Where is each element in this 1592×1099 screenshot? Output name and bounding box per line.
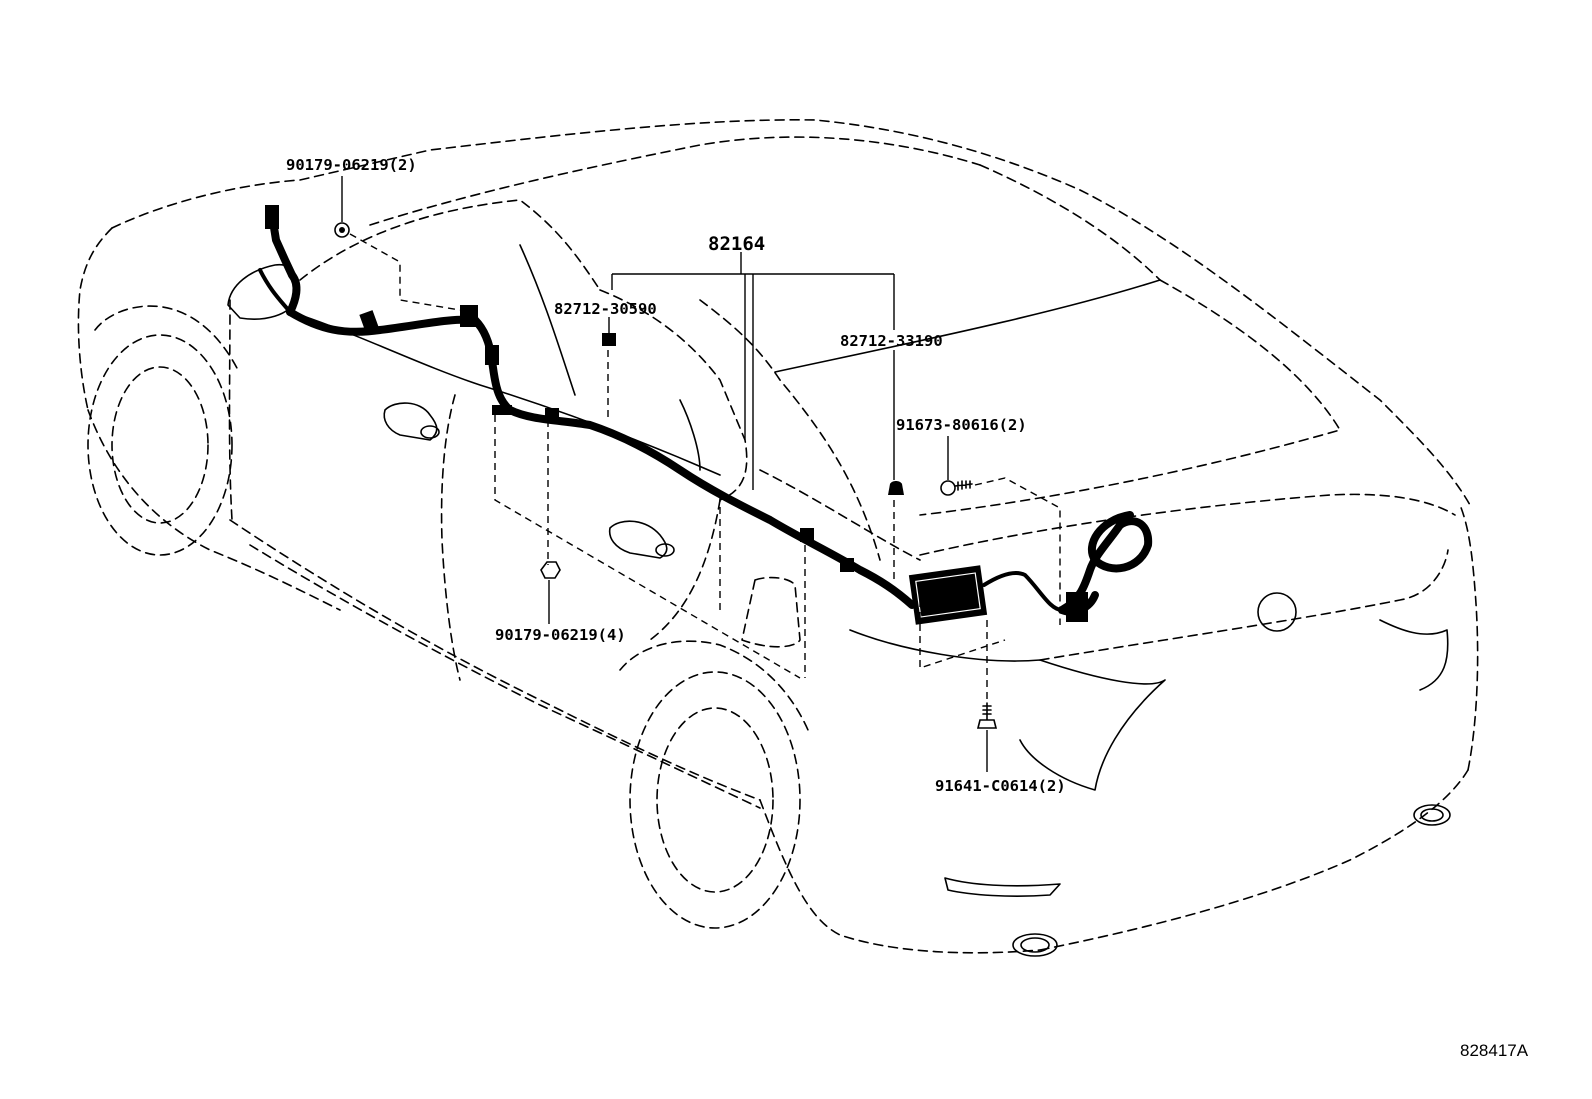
front-wheel xyxy=(87,305,239,556)
clamp-30590-part xyxy=(602,333,616,346)
callout-bolt-lower: 91641-C0614(2) xyxy=(935,777,1066,795)
vehicle-body-outline xyxy=(77,119,1479,957)
callout-nut-door: 90179-06219(4) xyxy=(495,626,626,644)
callout-main-harness: 82164 xyxy=(708,233,765,255)
bolt-upper-part xyxy=(940,480,973,496)
wire-harness-82164 xyxy=(258,205,1153,625)
bolt-lower-part xyxy=(976,702,998,729)
nut-door-part xyxy=(540,561,561,579)
door-handle-front xyxy=(383,402,440,441)
door-handle-rear xyxy=(608,520,675,559)
leader-lines xyxy=(341,176,988,772)
callout-bolt-upper: 91673-80616(2) xyxy=(896,416,1027,434)
illustration-number: 828417A xyxy=(1460,1041,1529,1060)
installation-guides xyxy=(349,233,1061,700)
nut-front-part xyxy=(334,222,350,238)
callout-clamp-33190: 82712-33190 xyxy=(840,332,943,350)
rear-wheel xyxy=(619,640,809,929)
callout-clamp-30590: 82712-30590 xyxy=(554,300,657,318)
clamp-33190-part xyxy=(888,481,904,495)
callout-nut-front: 90179-06219(2) xyxy=(286,156,417,174)
